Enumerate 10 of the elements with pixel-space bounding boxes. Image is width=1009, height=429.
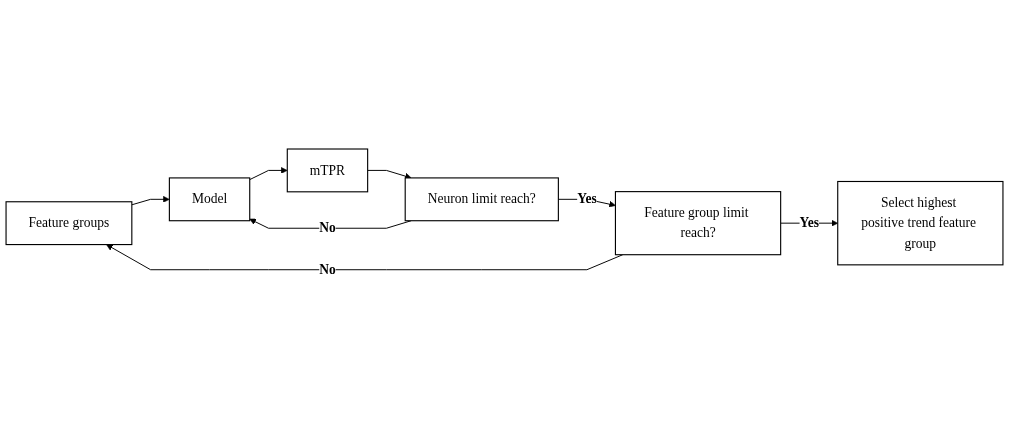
node-box: Select highest positive trend feature group: [837, 181, 1004, 266]
node-box: Model: [168, 177, 251, 222]
edge-label: No: [319, 220, 336, 236]
node-box: mTPR: [286, 148, 369, 193]
node-box: Neuron limit reach?: [404, 177, 559, 222]
node-box: Feature groups: [5, 201, 133, 246]
edge-label: Yes: [577, 191, 597, 207]
edge-label: Yes: [799, 215, 819, 231]
node-box: Feature group limit reach?: [614, 191, 782, 256]
edge-label: No: [319, 261, 336, 277]
